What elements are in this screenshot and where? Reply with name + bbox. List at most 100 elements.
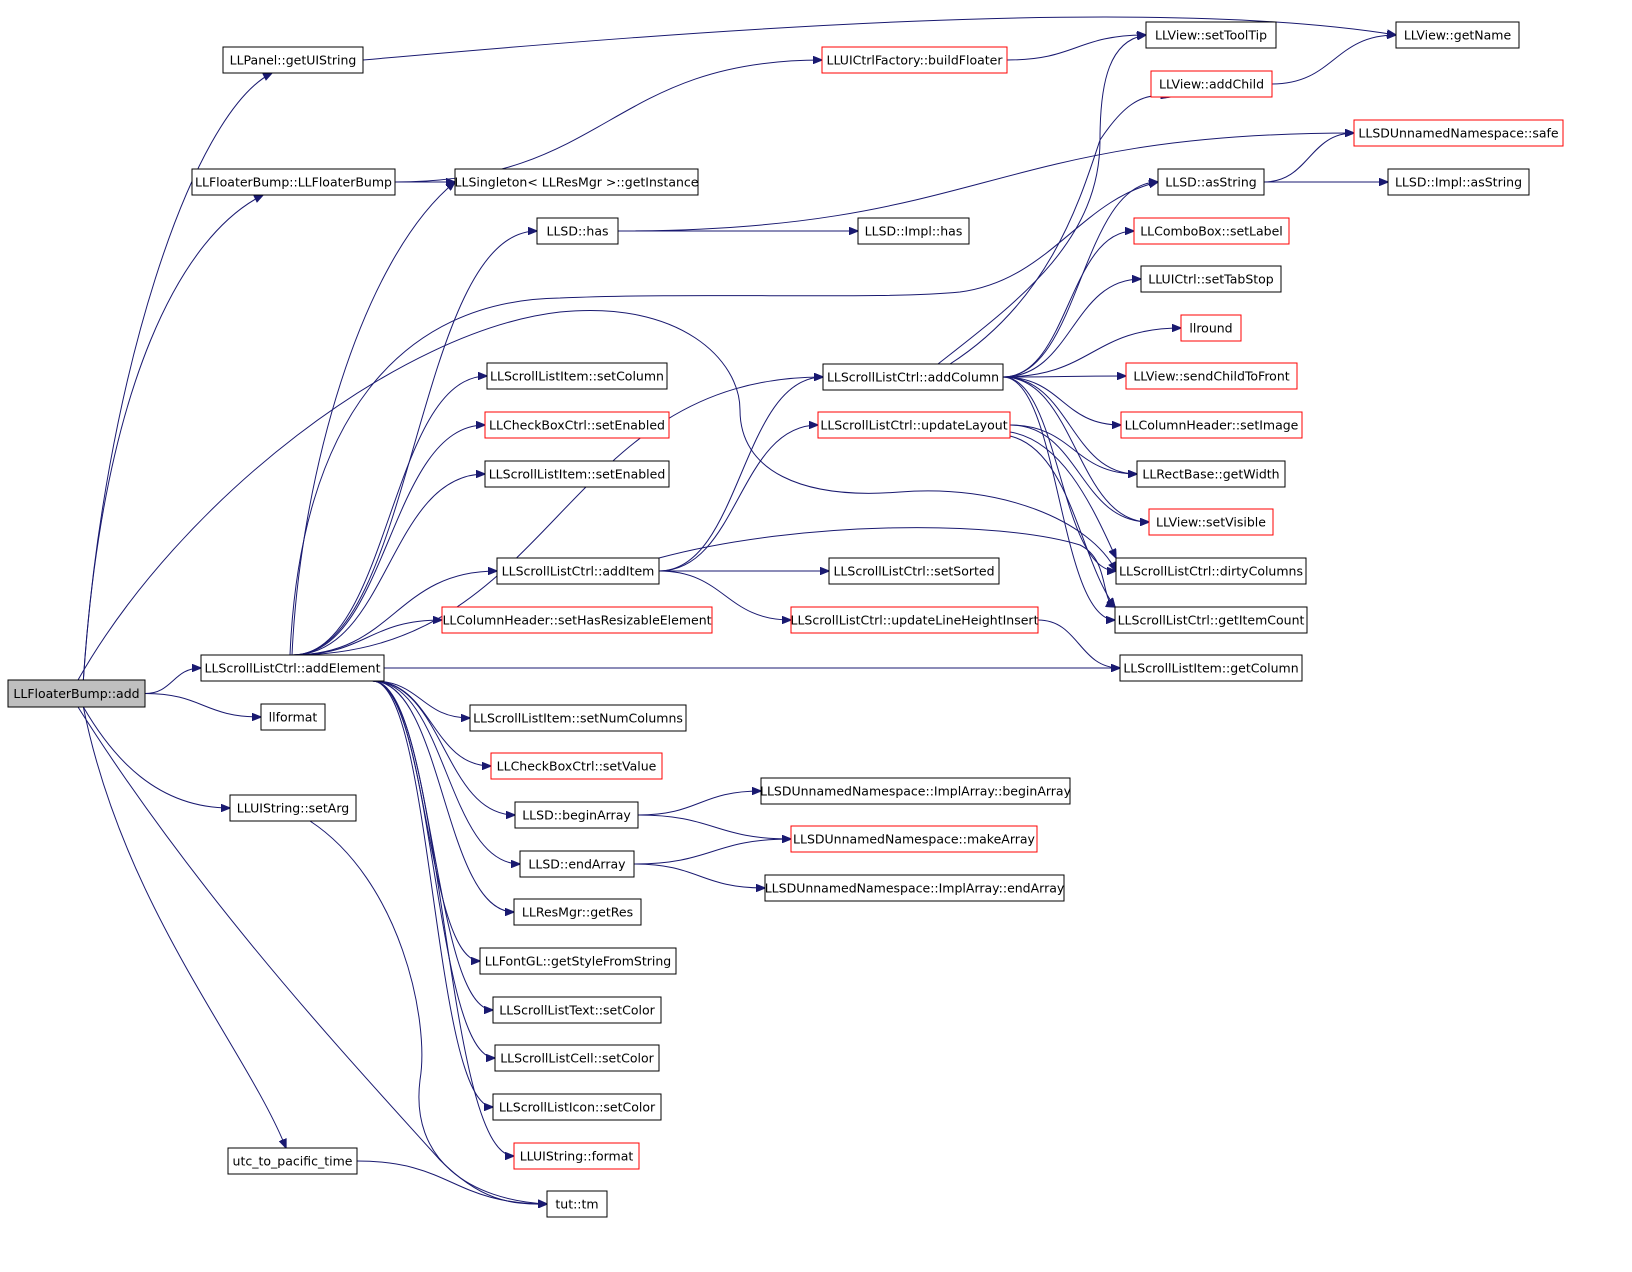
node-box bbox=[7, 679, 146, 708]
node-llscrolllistctrl-dirtycolumns[interactable]: LLScrollListCtrl::dirtyColumns bbox=[1115, 557, 1307, 585]
edge-root-to-dirtycolumns bbox=[77, 310, 1116, 681]
node-box bbox=[760, 777, 1071, 805]
node-llscrolllistitem-getcolumn[interactable]: LLScrollListItem::getColumn bbox=[1119, 654, 1303, 682]
edge-buildfloater-to-settooltip bbox=[1006, 35, 1146, 61]
node-label: LLScrollListCtrl::addColumn bbox=[827, 370, 999, 385]
edge-additem-to-addcolumn bbox=[658, 377, 823, 572]
node-llsdunnamednamespace-implarray-beginarray[interactable]: LLSDUnnamedNamespace::ImplArray::beginAr… bbox=[760, 777, 1072, 805]
node-llsd-has[interactable]: LLSD::has bbox=[536, 217, 619, 245]
edge-addelement-to-has bbox=[292, 231, 538, 656]
edge-addcolumn-to-chsetimage bbox=[1002, 376, 1121, 425]
node-llscrolllistitem-setnumcolumns[interactable]: LLScrollListItem::setNumColumns bbox=[469, 704, 687, 732]
node-box bbox=[1387, 168, 1530, 196]
edge-addelement-to-asstring bbox=[289, 182, 1158, 656]
node-llscrolllistctrl-addelement[interactable]: LLScrollListCtrl::addElement bbox=[200, 654, 385, 682]
node-label: LLFontGL::getStyleFromString bbox=[485, 954, 671, 969]
node-llround[interactable]: llround bbox=[1180, 314, 1242, 342]
node-box bbox=[546, 1190, 608, 1218]
node-llsd-asstring[interactable]: LLSD::asString bbox=[1157, 168, 1265, 196]
node-llscrolllisttext-setcolor[interactable]: LLScrollListText::setColor bbox=[492, 996, 662, 1024]
node-box bbox=[1395, 21, 1520, 49]
node-llview-sendchildtofront[interactable]: LLView::sendChildToFront bbox=[1125, 362, 1298, 390]
node-llfontgl-getstylefromstring[interactable]: LLFontGL::getStyleFromString bbox=[479, 947, 677, 975]
node-label: LLSDUnnamedNamespace::safe bbox=[1358, 126, 1558, 141]
node-box bbox=[229, 794, 357, 822]
node-llscrolllistctrl-updatelayout[interactable]: LLScrollListCtrl::updateLayout bbox=[817, 411, 1011, 439]
edge-additem-to-getitemcount bbox=[658, 527, 1115, 607]
node-box bbox=[222, 46, 364, 74]
edge-endarray-to-implendarray bbox=[633, 863, 765, 888]
node-llsdunnamednamespace-safe[interactable]: LLSDUnnamedNamespace::safe bbox=[1353, 119, 1564, 147]
node-llrectbase-getwidth[interactable]: LLRectBase::getWidth bbox=[1136, 460, 1286, 488]
node-label: LLSDUnnamedNamespace::ImplArray::beginAr… bbox=[760, 784, 1072, 799]
node-utc-to-pacific-time[interactable]: utc_to_pacific_time bbox=[227, 1147, 358, 1175]
node-label: LLScrollListCtrl::addItem bbox=[502, 564, 655, 579]
node-llsdunnamednamespace-implarray-endarray[interactable]: LLSDUnnamedNamespace::ImplArray::endArra… bbox=[764, 874, 1065, 902]
node-box bbox=[1157, 168, 1265, 196]
node-label: LLView::getName bbox=[1404, 28, 1512, 43]
edge-addchild-to-getname bbox=[1271, 35, 1396, 85]
edge-addcolumn-to-getitemcount bbox=[1002, 376, 1115, 620]
node-llcombobox-setlabel[interactable]: LLComboBox::setLabel bbox=[1133, 217, 1290, 245]
node-llfloaterbump-llfloaterbump[interactable]: LLFloaterBump::LLFloaterBump bbox=[191, 168, 396, 196]
node-label: LLView::setToolTip bbox=[1155, 28, 1267, 43]
node-label: LLUICtrlFactory::buildFloater bbox=[827, 53, 1004, 68]
node-llcheckboxctrl-setvalue[interactable]: LLCheckBoxCtrl::setValue bbox=[490, 752, 663, 780]
node-llview-settooltip[interactable]: LLView::setToolTip bbox=[1145, 21, 1277, 49]
edge-addcolumn-to-setvisible bbox=[1002, 376, 1149, 522]
node-llscrolllisticon-setcolor[interactable]: LLScrollListIcon::setColor bbox=[492, 1093, 662, 1121]
node-llsd-beginarray[interactable]: LLSD::beginArray bbox=[514, 801, 639, 829]
edge-root-to-getuistring bbox=[82, 73, 272, 681]
edge-utc-to-tm bbox=[356, 1160, 547, 1204]
node-llview-getname[interactable]: LLView::getName bbox=[1395, 21, 1520, 49]
node-llpanel-getuistring[interactable]: LLPanel::getUIString bbox=[222, 46, 364, 74]
edge-addelement-to-additem bbox=[292, 571, 498, 656]
node-llsd-endarray[interactable]: LLSD::endArray bbox=[519, 850, 635, 878]
node-llscrolllistitem-setenabled[interactable]: LLScrollListItem::setEnabled bbox=[484, 460, 670, 488]
node-llsdunnamednamespace-makearray[interactable]: LLSDUnnamedNamespace::makeArray bbox=[790, 825, 1038, 853]
node-box bbox=[514, 801, 639, 829]
node-llcolumnheader-sethasresizableelement[interactable]: LLColumnHeader::setHasResizableElement bbox=[441, 606, 713, 634]
edge-addelement-to-setnumcolumns bbox=[372, 680, 471, 718]
node-label: LLPanel::getUIString bbox=[230, 53, 357, 68]
node-llscrolllistctrl-addcolumn[interactable]: LLScrollListCtrl::addColumn bbox=[822, 363, 1004, 391]
node-llscrolllistctrl-setsorted[interactable]: LLScrollListCtrl::setSorted bbox=[828, 557, 1000, 585]
node-label: LLCheckBoxCtrl::setValue bbox=[497, 759, 657, 774]
node-llscrolllistitem-setcolumn[interactable]: LLScrollListItem::setColumn bbox=[486, 362, 668, 390]
node-box bbox=[1140, 265, 1282, 293]
node-lluictrl-settabstop[interactable]: LLUICtrl::setTabStop bbox=[1140, 265, 1282, 293]
node-tut-tm[interactable]: tut::tm bbox=[546, 1190, 608, 1218]
node-label: LLSD::Impl::has bbox=[865, 224, 963, 239]
edge-updatelayout-to-setvisible bbox=[1009, 424, 1149, 522]
node-llcheckboxctrl-setenabled[interactable]: LLCheckBoxCtrl::setEnabled bbox=[484, 411, 670, 439]
node-llfloaterbump-add[interactable]: LLFloaterBump::add bbox=[7, 679, 146, 708]
node-llview-setvisible[interactable]: LLView::setVisible bbox=[1148, 508, 1274, 536]
node-box bbox=[484, 460, 670, 488]
node-llsd-impl-asstring[interactable]: LLSD::Impl::asString bbox=[1387, 168, 1530, 196]
node-lluictrlfactory-buildfloater[interactable]: LLUICtrlFactory::buildFloater bbox=[821, 46, 1008, 74]
node-lluistring-setarg[interactable]: LLUIString::setArg bbox=[229, 794, 357, 822]
node-box bbox=[484, 411, 670, 439]
node-llview-addchild[interactable]: LLView::addChild bbox=[1150, 70, 1273, 98]
node-llscrolllistctrl-updatelineheightinsert[interactable]: LLScrollListCtrl::updateLineHeightInsert bbox=[790, 606, 1039, 634]
node-llsd-impl-has[interactable]: LLSD::Impl::has bbox=[857, 217, 970, 245]
node-llscrolllistcell-setcolor[interactable]: LLScrollListCell::setColor bbox=[494, 1044, 660, 1072]
node-llscrolllistctrl-getitemcount[interactable]: LLScrollListCtrl::getItemCount bbox=[1114, 606, 1308, 634]
node-lluistring-format[interactable]: LLUIString::format bbox=[513, 1142, 640, 1170]
node-llresmgr-getres[interactable]: LLResMgr::getRes bbox=[513, 898, 642, 926]
node-box bbox=[821, 46, 1008, 74]
node-label: llround bbox=[1189, 321, 1232, 336]
node-llscrolllistctrl-additem[interactable]: LLScrollListCtrl::addItem bbox=[496, 557, 660, 585]
edge-setarg-to-tm bbox=[309, 820, 547, 1204]
edge-additem-to-updatelayout bbox=[658, 425, 818, 572]
edge-addelement-to-sethasresizable bbox=[292, 620, 443, 656]
edge-addcolumn-to-getwidth bbox=[1002, 376, 1137, 474]
function-nodes: LLFloaterBump::addLLPanel::getUIStringLL… bbox=[7, 21, 1564, 1218]
node-label: LLColumnHeader::setHasResizableElement bbox=[442, 613, 711, 628]
node-llcolumnheader-setimage[interactable]: LLColumnHeader::setImage bbox=[1120, 411, 1303, 439]
node-box bbox=[496, 557, 660, 585]
node-label: utc_to_pacific_time bbox=[233, 1154, 353, 1169]
node-llsingleton-llresmgr-getinstance[interactable]: LLSingleton< LLResMgr >::getInstance bbox=[454, 168, 699, 196]
node-llformat[interactable]: llformat bbox=[260, 703, 326, 731]
node-label: LLScrollListCtrl::dirtyColumns bbox=[1119, 564, 1303, 579]
